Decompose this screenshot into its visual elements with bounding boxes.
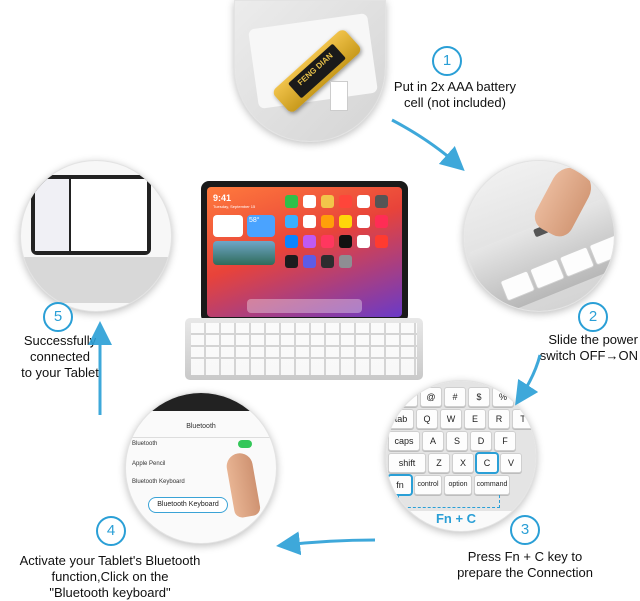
c-key: C — [476, 453, 498, 473]
step-5-caption: Successfully connected to your Tablet — [21, 333, 99, 380]
bluetooth-title: Bluetooth — [186, 423, 216, 430]
bluetooth-keyboard-row: Bluetooth Keyboard — [132, 479, 185, 485]
weather-widget: 58° — [247, 215, 275, 237]
app-icon — [357, 215, 370, 228]
step-2-caption: Slide the power switch OFF→ON — [539, 332, 638, 363]
battery-circle: FENG DIAN — [234, 0, 386, 142]
app-icon — [375, 235, 388, 248]
app-icon — [375, 215, 388, 228]
app-icon — [375, 195, 388, 208]
center-tablet: 9:41 Tuesday, September 15 58° — [201, 181, 408, 323]
power-switch-circle — [463, 160, 615, 312]
bluetooth-settings-circle: Bluetooth Bluetooth Apple Pencil Bluetoo… — [125, 392, 277, 544]
app-icon — [303, 215, 316, 228]
arrow-2-to-3 — [515, 354, 542, 406]
tablet-small — [31, 175, 151, 255]
step-2-number: 2 — [578, 302, 608, 332]
app-icon — [303, 235, 316, 248]
fn-c-bracket — [398, 495, 500, 508]
app-icon — [339, 195, 352, 208]
app-icon — [303, 195, 316, 208]
fn-c-keys-circle: ! @ # $ % tab Q W E R T caps A S D F shi… — [385, 380, 537, 532]
app-icon — [339, 235, 352, 248]
app-icon — [357, 235, 370, 248]
app-icon — [285, 215, 298, 228]
app-icon — [285, 235, 298, 248]
fn-c-hint: Fn + C — [435, 511, 477, 526]
center-keyboard — [185, 318, 423, 380]
step-4-number: 4 — [96, 516, 126, 546]
step-1-caption: Put in 2x AAA battery cell (not included… — [393, 79, 517, 110]
step-3-caption: Press Fn + C key to prepare the Connecti… — [457, 549, 593, 580]
arrow-3-to-4 — [276, 531, 376, 556]
step-5-number: 5 — [43, 302, 73, 332]
keyboard-closeup: ! @ # $ % tab Q W E R T caps A S D F shi… — [386, 381, 536, 511]
step-4-caption: Activate your Tablet's Bluetooth functio… — [19, 553, 201, 600]
bluetooth-row: Bluetooth — [132, 441, 158, 447]
app-icon — [285, 255, 298, 268]
tablet-time: 9:41 — [213, 193, 232, 203]
connected-circle — [20, 160, 172, 312]
app-icon — [321, 215, 334, 228]
app-icon — [357, 195, 370, 208]
bluetooth-toggle — [238, 440, 252, 448]
app-icon — [321, 235, 334, 248]
step-3-number: 3 — [510, 515, 540, 545]
step-1-number: 1 — [432, 46, 462, 76]
app-icon — [339, 215, 352, 228]
apple-pencil-row: Apple Pencil — [132, 461, 166, 467]
keyboard-small — [21, 257, 171, 303]
app-icon — [303, 255, 316, 268]
battery-contact — [330, 81, 348, 111]
app-icon — [321, 195, 334, 208]
app-icon — [321, 255, 334, 268]
tablet-screen: 9:41 Tuesday, September 15 58° — [207, 187, 402, 317]
tablet-dock — [247, 299, 362, 313]
photo-widget — [213, 241, 275, 265]
app-icon — [285, 195, 298, 208]
arrow-1-to-2 — [391, 118, 465, 171]
fn-key: fn — [388, 475, 412, 495]
bluetooth-keyboard-callout: Bluetooth Keyboard — [148, 497, 228, 513]
tablet-date: Tuesday, September 15 — [213, 204, 256, 209]
calendar-widget — [213, 215, 243, 237]
app-icon — [339, 255, 352, 268]
